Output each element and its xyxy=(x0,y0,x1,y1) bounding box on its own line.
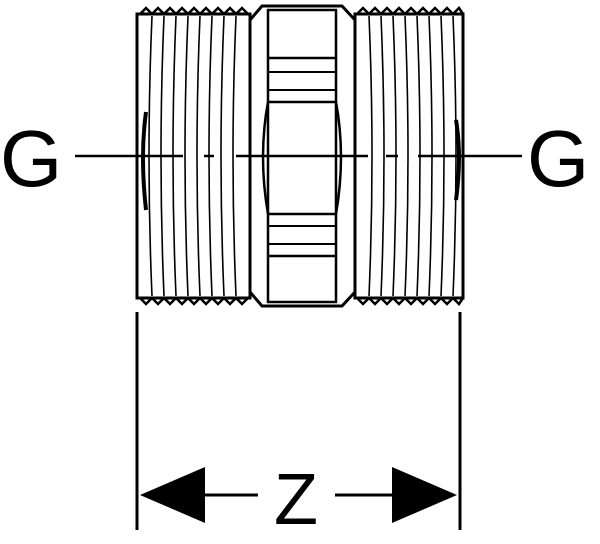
label-length-z: Z xyxy=(274,460,318,540)
arrow-right-icon xyxy=(392,467,457,523)
right-end-shading xyxy=(454,119,461,201)
dimension-z xyxy=(140,467,457,523)
left-end-shading xyxy=(141,111,148,211)
arrow-left-icon xyxy=(140,467,205,523)
label-thread-right: G xyxy=(527,114,589,203)
label-thread-left: G xyxy=(0,114,62,203)
